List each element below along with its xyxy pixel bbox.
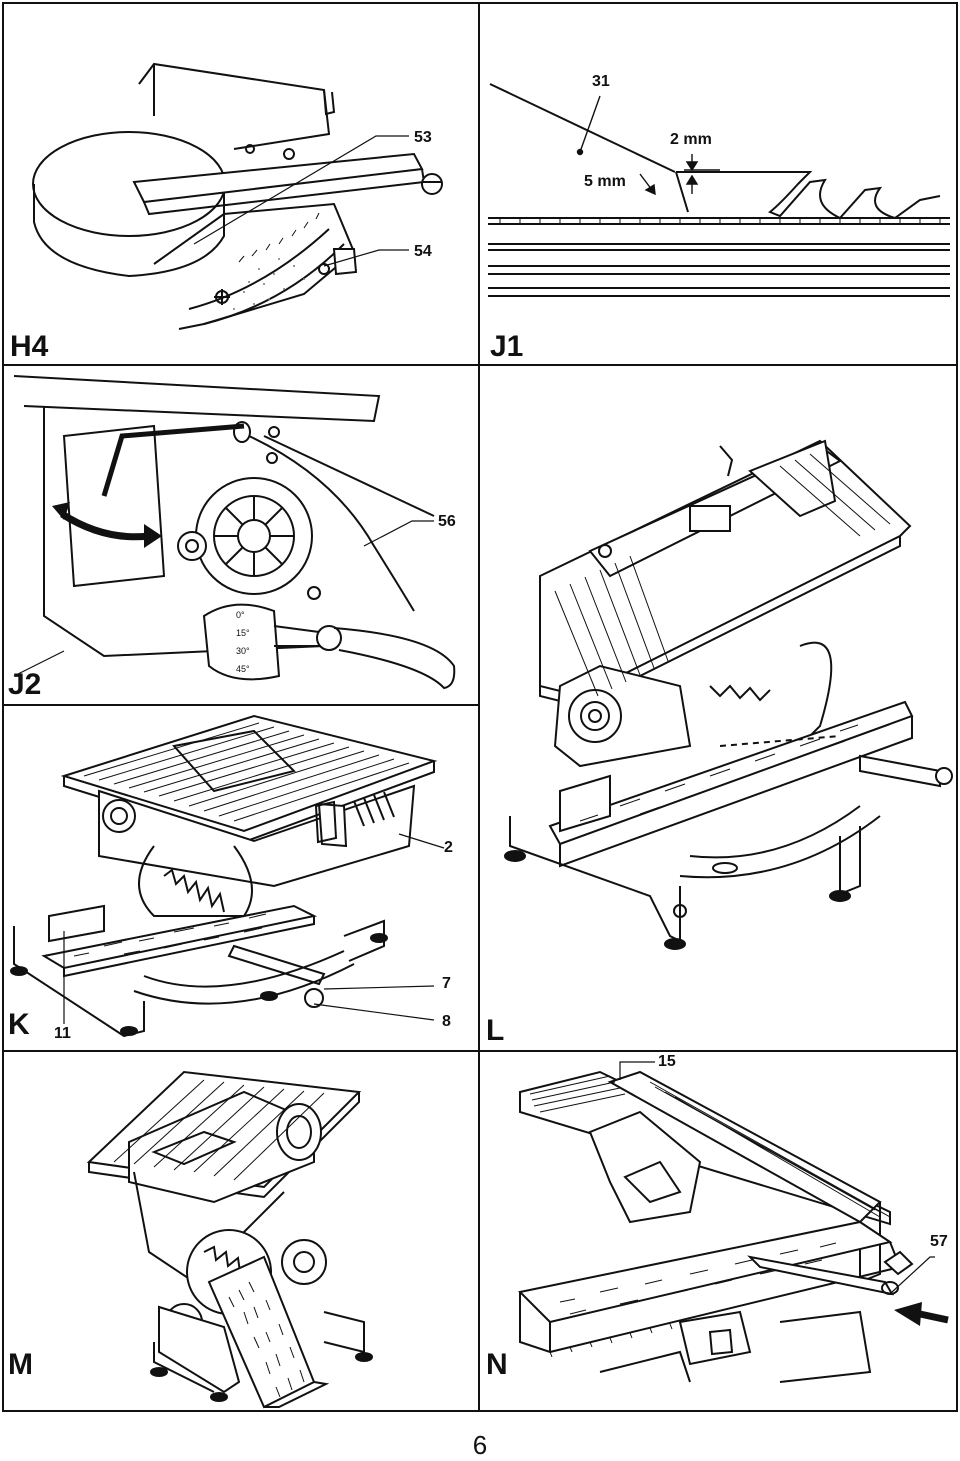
figure-h4: 53 54 H4 [4, 4, 478, 364]
figure-label-m: M [8, 1348, 33, 1381]
grid-divider-row3 [2, 1050, 958, 1052]
grid-divider-row1 [2, 364, 958, 366]
figure-label-l: L [486, 1014, 505, 1047]
figure-j2-drawing: 0° 15° 30° 45° [13, 375, 456, 690]
callout-7: 7 [442, 975, 451, 992]
figure-j1-drawing [488, 83, 950, 297]
push-direction-arrow-icon [894, 1302, 949, 1326]
figure-label-n: N [486, 1348, 508, 1381]
rotation-arrow-icon [52, 502, 162, 548]
figure-h4-drawing [32, 62, 443, 330]
figure-m-drawing [86, 1070, 373, 1409]
figure-m: M [4, 1052, 478, 1412]
callout-56: 56 [438, 513, 456, 530]
figure-k-drawing [10, 714, 445, 1038]
figure-k: 2 7 8 11 K [4, 706, 478, 1050]
grid-divider-row2-left [2, 704, 480, 706]
figure-j2: 0° 15° 30° 45° 56 J2 [4, 366, 478, 704]
figure-n-drawing [517, 1061, 949, 1383]
figure-label-j1: J1 [490, 330, 524, 363]
figure-n: 15 57 N [480, 1052, 956, 1412]
figure-l-drawing [504, 439, 953, 950]
callout-15: 15 [658, 1053, 676, 1070]
bevel-scale-45: 45° [236, 664, 250, 674]
bevel-scale-30: 30° [236, 646, 250, 656]
callout-2: 2 [444, 839, 453, 856]
figure-label-h4: H4 [10, 330, 49, 363]
figure-label-k: K [8, 1008, 30, 1041]
figure-j1: 31 2 mm 5 mm J1 [480, 4, 956, 364]
callout-8: 8 [442, 1013, 451, 1030]
figure-label-j2: J2 [8, 668, 42, 701]
callout-5mm: 5 mm [584, 173, 626, 190]
callout-53: 53 [414, 129, 432, 146]
bevel-scale-0: 0° [236, 610, 245, 620]
bevel-scale-15: 15° [236, 628, 250, 638]
figure-l: L [480, 366, 956, 1050]
callout-57: 57 [930, 1233, 948, 1250]
callout-11: 11 [54, 1025, 71, 1042]
callout-54: 54 [414, 243, 432, 260]
callout-31: 31 [592, 73, 610, 90]
page-number: 6 [472, 1430, 488, 1460]
callout-2mm: 2 mm [670, 131, 712, 148]
figure-grid-frame [2, 2, 958, 1412]
grid-divider-vertical [478, 2, 480, 1412]
